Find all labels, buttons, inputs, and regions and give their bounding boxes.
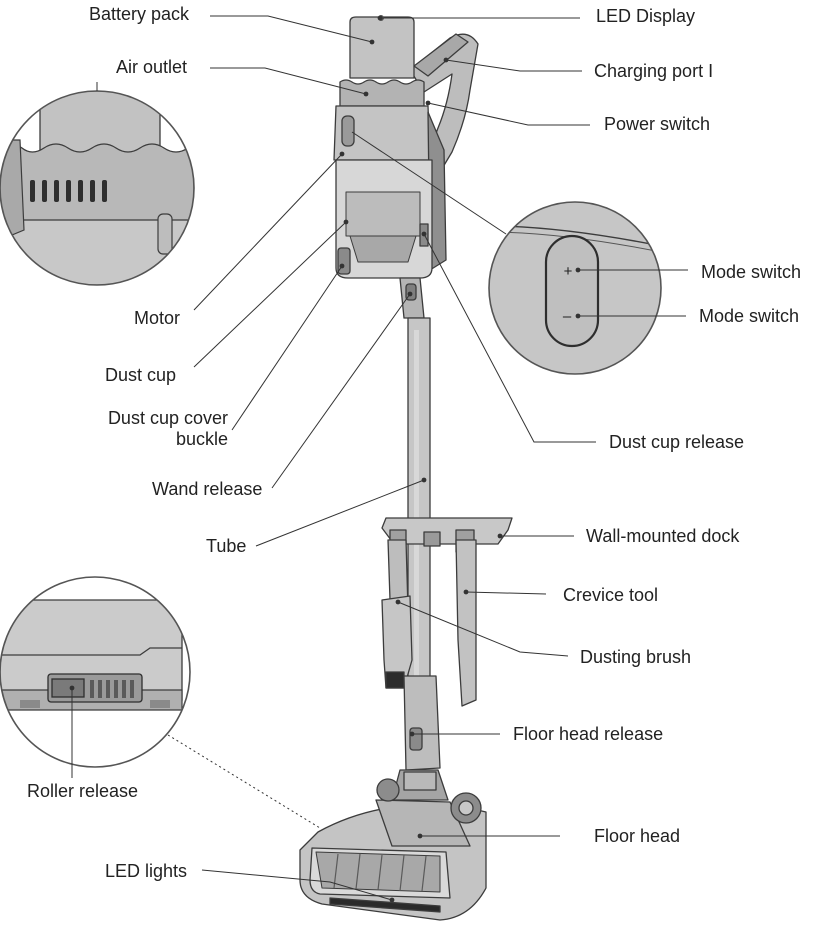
label-motor: Motor bbox=[134, 308, 181, 328]
label-tube: Tube bbox=[206, 536, 247, 556]
leader-charging-port bbox=[445, 59, 582, 72]
leader-tube bbox=[255, 479, 425, 547]
label-charging-port: Charging port I bbox=[594, 61, 714, 81]
label-floor-head: Floor head bbox=[594, 826, 681, 846]
leader-air-outlet bbox=[210, 67, 367, 95]
mode-switch-body bbox=[544, 234, 600, 348]
label-dust-cup-release: Dust cup release bbox=[609, 432, 745, 452]
label-wall-mounted-dock: Wall-mounted dock bbox=[586, 526, 740, 546]
leader-motor bbox=[193, 153, 343, 311]
leader-battery-pack bbox=[210, 15, 373, 43]
roller-release-ridges bbox=[90, 680, 134, 698]
lower-connector bbox=[403, 675, 441, 771]
led-lights-strip bbox=[329, 897, 441, 913]
zoom-connectors bbox=[96, 82, 507, 829]
label-mode-switch-minus: Mode switch bbox=[699, 306, 800, 326]
mode-switch-panel bbox=[341, 115, 355, 147]
tube-shine bbox=[414, 330, 419, 690]
label-dust-cup: Dust cup bbox=[105, 365, 177, 385]
floor-head-joint bbox=[403, 771, 437, 791]
dust-cup-filter bbox=[345, 191, 421, 237]
dust-cup-cyclone bbox=[349, 235, 417, 263]
vacuum-illustration bbox=[299, 15, 513, 921]
label-roller-release: Roller release bbox=[27, 781, 139, 801]
handle-grip bbox=[413, 33, 469, 77]
leader-dust-cup-release bbox=[423, 233, 596, 443]
air-outlet-vents bbox=[30, 180, 107, 202]
label-power-switch: Power switch bbox=[604, 114, 711, 134]
roller-release-button bbox=[51, 678, 85, 698]
leader-dots bbox=[69, 15, 581, 903]
leader-dusting-brush bbox=[397, 601, 569, 657]
leader-power-switch bbox=[427, 102, 590, 126]
roller bbox=[315, 851, 441, 893]
leader-lines bbox=[71, 15, 688, 901]
wheel-left bbox=[376, 778, 400, 802]
leader-crevice-tool bbox=[465, 591, 547, 595]
label-battery-pack: Battery pack bbox=[89, 4, 190, 24]
label-led-lights: LED lights bbox=[105, 861, 188, 881]
air-outlet bbox=[339, 79, 425, 107]
label-dusting-brush: Dusting brush bbox=[580, 647, 692, 667]
dock-clamp bbox=[423, 531, 441, 547]
zoom-roller-release bbox=[0, 576, 191, 768]
battery-pack bbox=[349, 16, 415, 79]
leader-wand-release bbox=[271, 293, 411, 489]
wheel-right-inner bbox=[458, 800, 474, 816]
label-floor-head-release: Floor head release bbox=[513, 724, 664, 744]
leader-led-lights bbox=[201, 869, 393, 901]
roller-ribs bbox=[333, 853, 427, 892]
label-wand-release: Wand release bbox=[152, 479, 263, 499]
floor-head-release-button bbox=[409, 727, 423, 751]
label-air-outlet: Air outlet bbox=[116, 57, 188, 77]
label-led-display: LED Display bbox=[596, 6, 696, 26]
mode-minus-icon: – bbox=[563, 308, 572, 325]
mode-plus-icon: + bbox=[564, 263, 573, 280]
leader-cover-buckle bbox=[231, 265, 343, 431]
label-crevice-tool: Crevice tool bbox=[563, 585, 659, 605]
crevice-tool bbox=[455, 539, 477, 707]
leader-dust-cup bbox=[193, 221, 347, 368]
zoom-air-outlet bbox=[0, 90, 195, 286]
floor-head-top bbox=[375, 799, 471, 847]
label-dust-cup-cover-buckle: Dust cup cover buckle bbox=[107, 408, 228, 449]
dusting-brush-bristles bbox=[385, 671, 405, 689]
label-mode-switch-plus: Mode switch bbox=[701, 262, 802, 282]
zoom-mode-switch: + – bbox=[488, 201, 662, 375]
